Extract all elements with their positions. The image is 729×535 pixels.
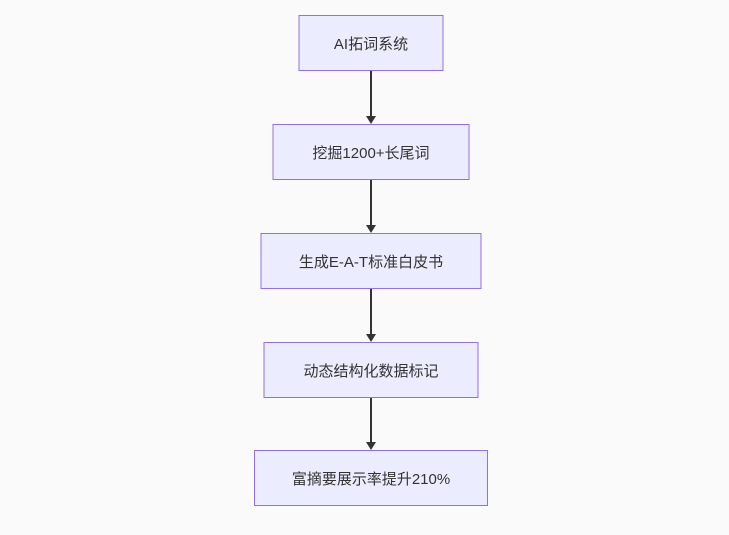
- flow-node-longtail-mining: 挖掘1200+长尾词: [272, 124, 470, 180]
- arrow-line: [370, 71, 372, 116]
- flow-arrow-c-to-d: [365, 289, 377, 342]
- arrow-line: [370, 398, 372, 442]
- flow-node-structured-data: 动态结构化数据标记: [263, 342, 479, 398]
- flow-arrow-a-to-b: [365, 71, 377, 124]
- arrow-line: [370, 289, 372, 334]
- arrow-head-down-icon: [366, 442, 376, 450]
- flow-node-rich-snippet-result: 富摘要展示率提升210%: [254, 450, 488, 506]
- flow-node-ai-word-system: AI拓词系统: [298, 15, 444, 71]
- arrow-head-down-icon: [366, 116, 376, 124]
- arrow-line: [370, 180, 372, 225]
- arrow-head-down-icon: [366, 334, 376, 342]
- flow-arrow-b-to-c: [365, 180, 377, 233]
- flow-node-eat-whitepaper: 生成E-A-T标准白皮书: [260, 233, 482, 289]
- arrow-head-down-icon: [366, 225, 376, 233]
- flow-arrow-d-to-e: [365, 398, 377, 450]
